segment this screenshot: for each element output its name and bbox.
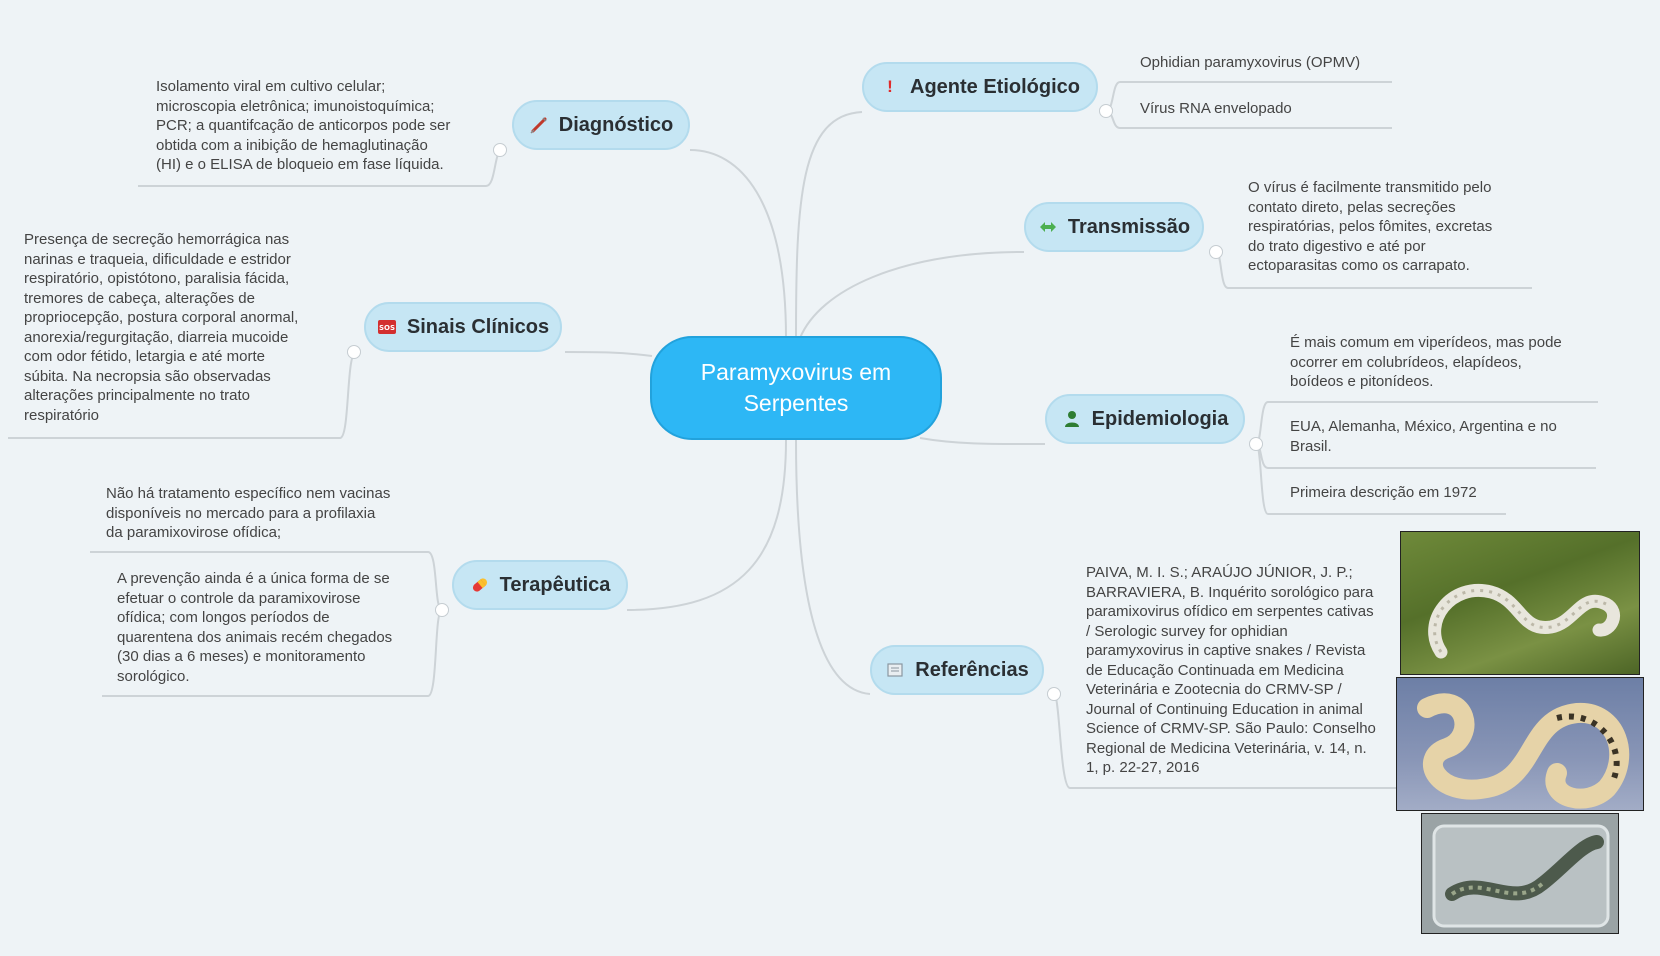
leaf-text: Ophidian paramyxovirus (OPMV) [1140,54,1361,71]
leaf-line: Brasil. [1290,437,1332,455]
leaf-line: Journal of Continuing Education in anima… [1086,700,1363,718]
topic-label: Sinais Clínicos [406,315,550,338]
topic-terapeutica[interactable]: Terapêutica [452,560,628,610]
leaf-line: paramixovirus ofídico em serpentes cativ… [1086,603,1374,620]
topic-agente-etiologico[interactable]: ! Agente Etiológico [862,62,1098,112]
snake-photo-container [1421,813,1619,934]
leaf-transmissao-1[interactable]: O vírus é facilmente transmitido pelo co… [1248,178,1492,276]
leaf-line: tremores de cabeça, alterações de [24,289,255,307]
leaf-line: PAIVA, M. I. S.; ARAÚJO JÚNIOR, J. P.; [1086,564,1353,581]
syringe-icon [529,115,549,135]
pill-icon [470,575,490,595]
leaf-line: quarentena dos animais recém chegados [117,628,393,646]
leaf-line: Science of CRMV-SP. São Paulo: Conselho [1086,720,1376,737]
topic-epidemiologia[interactable]: Epidemiologia [1045,394,1245,444]
leaf-line: Isolamento viral em cultivo celular; [156,78,386,95]
collapse-toggle-epidemiologia[interactable] [1249,437,1263,451]
leaf-line: de Educação Continuada em Medicina [1086,661,1344,679]
leaf-terapeutica-1[interactable]: Não há tratamento específico nem vacinas… [106,484,390,543]
leaf-line: ofídica; com longos períodos de [117,609,330,626]
topic-sinais-clinicos[interactable]: SOS Sinais Clínicos [364,302,562,352]
leaf-line: Primeira descrição em 1972 [1290,484,1477,501]
leaf-line: anorexia/regurgitação, diarreia mucoide [24,328,289,346]
leaf-text: Vírus RNA envelopado [1140,100,1292,117]
svg-text:SOS: SOS [379,324,395,332]
central-title-line2: Serpentes [743,390,849,416]
central-title-line1: Paramyxovirus em [700,359,892,385]
document-icon [885,660,905,680]
leaf-line: (HI) e o ELISA de bloqueio em fase líqui… [156,156,444,173]
collapse-toggle-terapeutica[interactable] [435,603,449,617]
leaf-line: Regional de Medicina Veterinária, v. 14,… [1086,739,1367,757]
leaf-diagnostico-1[interactable]: Isolamento viral em cultivo celular; mic… [156,77,450,175]
topic-referencias[interactable]: Referências [870,645,1044,695]
leaf-line: 1, p. 22-27, 2016 [1086,759,1200,776]
topic-label: Terapêutica [499,573,611,596]
leaf-line: PCR; a quantifcação de anticorpos pode s… [156,117,451,134]
leaf-line: sorológico. [117,667,190,685]
snake-photo-grass [1400,531,1640,675]
leaf-referencias-1[interactable]: PAIVA, M. I. S.; ARAÚJO JÚNIOR, J. P.; B… [1086,563,1376,778]
leaf-epidemiologia-2[interactable]: EUA, Alemanha, México, Argentina e no Br… [1290,417,1557,456]
leaf-line: A prevenção ainda é a única forma de se [117,570,390,587]
leaf-line: disponíveis no mercado para a profilaxia [106,504,376,522]
central-topic[interactable]: Paramyxovirus em Serpentes [650,336,942,440]
person-icon [1062,409,1082,429]
leaf-line: BARRAVIERA, B. Inquérito sorológico para [1086,583,1374,601]
leaf-line: do trato digestivo e até por [1248,237,1426,255]
leaf-line: microscopia eletrônica; imunoistoquímica… [156,97,435,115]
leaf-agente-2[interactable]: Vírus RNA envelopado [1140,99,1292,119]
leaf-line: É mais comum em viperídeos, mas pode [1290,334,1562,351]
leaf-line: / Serologic survey for ophidian [1086,622,1288,640]
leaf-line: da paramixovirose ofídica; [106,524,282,541]
topic-diagnostico[interactable]: Diagnóstico [512,100,690,150]
leaf-line: obtida com a inibição de hemaglutinação [156,136,428,154]
leaf-line: Presença de secreção hemorrágica nas [24,231,290,248]
topic-label: Referências [915,658,1029,681]
topic-label: Agente Etiológico [910,75,1080,98]
collapse-toggle-agente[interactable] [1099,104,1113,118]
leaf-line: respiratório [24,406,100,424]
leaf-line: alterações principalmente no trato [24,387,250,404]
arrows-icon [1038,217,1058,237]
leaf-line: paramyxovirus in captive snakes / Revist… [1086,642,1366,659]
exclamation-icon: ! [887,77,893,96]
leaf-line: respiratório, opistótono, paralisia fáci… [24,270,290,287]
leaf-line: com odor fétido, letargia e até morte [24,348,265,365]
leaf-line: ocorrer em colubrídeos, elapídeos, [1290,353,1522,371]
sos-icon: SOS [377,317,397,337]
leaf-epidemiologia-3[interactable]: Primeira descrição em 1972 [1290,483,1477,503]
collapse-toggle-transmissao[interactable] [1209,245,1223,259]
leaf-line: súbita. Na necropsia são observadas [24,367,271,385]
leaf-line: EUA, Alemanha, México, Argentina e no [1290,418,1557,435]
collapse-toggle-referencias[interactable] [1047,687,1061,701]
leaf-line: narinas e traqueia, dificuldade e estrid… [24,250,291,268]
leaf-sinais-1[interactable]: Presença de secreção hemorrágica nas nar… [24,230,298,425]
collapse-toggle-diagnostico[interactable] [493,143,507,157]
leaf-line: ectoparasitas como os carrapato. [1248,257,1470,274]
leaf-line: (30 dias a 6 meses) e monitoramento [117,648,366,665]
leaf-line: efetuar o controle da paramixovirose [117,589,361,607]
leaf-agente-1[interactable]: Ophidian paramyxovirus (OPMV) [1140,53,1360,73]
leaf-line: Veterinária e Zootecnia do CRMV-SP / [1086,681,1342,698]
topic-label: Diagnóstico [558,113,674,136]
leaf-line: contato direto, pelas secreções [1248,198,1456,216]
leaf-line: propriocepção, postura corporal anormal, [24,309,299,326]
collapse-toggle-sinais[interactable] [347,345,361,359]
topic-transmissao[interactable]: Transmissão [1024,202,1204,252]
leaf-line: boídeos e pitonídeos. [1290,373,1434,390]
leaf-line: O vírus é facilmente transmitido pelo [1248,179,1492,196]
leaf-epidemiologia-1[interactable]: É mais comum em viperídeos, mas pode oco… [1290,333,1562,392]
leaf-line: respiratórias, pelos fômites, excretas [1248,218,1493,235]
leaf-terapeutica-2[interactable]: A prevenção ainda é a única forma de se … [117,569,392,686]
topic-label: Epidemiologia [1091,407,1229,430]
snake-photo-table [1396,677,1644,811]
topic-label: Transmissão [1067,215,1191,238]
leaf-line: Não há tratamento específico nem vacinas [106,485,391,502]
